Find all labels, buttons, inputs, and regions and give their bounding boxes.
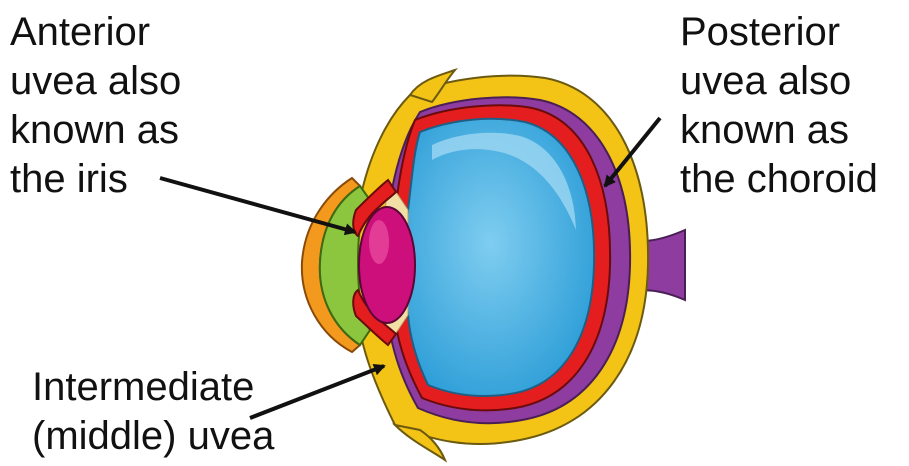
vitreous-body (406, 119, 594, 396)
lens (359, 207, 415, 323)
intermediate-uvea-label: Intermediate (middle) uvea (32, 363, 274, 461)
anterior-label-line-4: the iris (10, 155, 181, 204)
posterior-uvea-label: Posterior uvea also known as the choroid (680, 8, 878, 204)
posterior-label-line-4: the choroid (680, 155, 878, 204)
anterior-label-line-2: uvea also (10, 57, 181, 106)
posterior-label-line-1: Posterior (680, 8, 878, 57)
anterior-label-line-3: known as (10, 106, 181, 155)
lens-highlight (369, 220, 389, 264)
anterior-label-line-1: Anterior (10, 8, 181, 57)
intermediate-label-line-2: (middle) uvea (32, 412, 274, 461)
posterior-label-line-3: known as (680, 106, 878, 155)
intermediate-label-line-1: Intermediate (32, 363, 274, 412)
anterior-uvea-label: Anterior uvea also known as the iris (10, 8, 181, 204)
posterior-label-line-2: uvea also (680, 57, 878, 106)
